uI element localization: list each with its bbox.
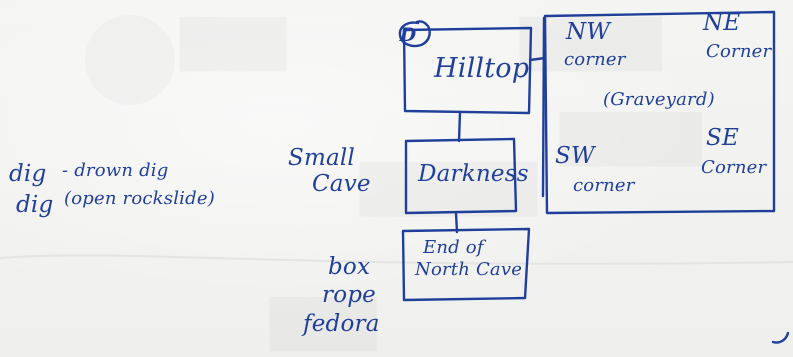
graveyard-se-label-line-1: SE (706, 125, 739, 151)
small-cave-label-line-1: Small (288, 145, 355, 171)
labels: D Hilltop Darkness End of North Cave NW … (9, 10, 772, 337)
item-box: box (328, 254, 370, 280)
room-label-end-of-north-cave-line-1: End of (422, 237, 487, 258)
marker-letter: D (399, 24, 417, 46)
graveyard-ne-label-line-1: NE (702, 10, 740, 36)
room-box-hilltop (402, 26, 533, 115)
graveyard-se-label-line-2: Corner (701, 157, 767, 178)
connector-darkness-end-of-north-cave (454, 211, 459, 234)
graveyard-center-label: (Graveyard) (603, 89, 715, 110)
corner-tick (771, 331, 790, 344)
paper-stain (85, 15, 175, 105)
small-cave-label-line-2: Cave (312, 171, 371, 197)
item-rope: rope (322, 282, 376, 308)
room-label-hilltop: Hilltop (433, 53, 529, 84)
connector-hilltop-graveyard (528, 56, 547, 62)
graveyard-nw-label-line-1: NW (565, 19, 612, 45)
bleed-through-shadow-5: ███ (269, 296, 377, 352)
room-label-end-of-north-cave-line-2: North Cave (414, 259, 522, 280)
connector-hilltop-darkness (457, 110, 462, 143)
room-label-darkness: Darkness (417, 161, 529, 187)
graveyard-nw-label-line-2: corner (564, 49, 627, 70)
note-dig-top: dig (9, 161, 46, 187)
item-fedora: fedora (301, 311, 380, 337)
bleed-through-shadow-4: █████ (359, 161, 538, 217)
bleed-through-shadow-1: ███ (179, 16, 287, 72)
graveyard-sw-label-line-2: corner (573, 175, 636, 196)
room-box-end-of-north-cave (401, 227, 531, 302)
graveyard-divider (541, 16, 546, 198)
marker-circle (398, 20, 431, 48)
note-dig-top-arrow: - drown dig (62, 160, 169, 181)
graveyard-box (543, 10, 776, 215)
map-structure (398, 10, 790, 344)
note-dig-bottom-arrow: (open rockslide) (64, 188, 215, 209)
graveyard-ne-label-line-2: Corner (706, 41, 772, 62)
note-dig-bottom: dig (16, 192, 53, 218)
bleed-through-shadow-3: ████ (559, 111, 702, 167)
room-box-darkness (404, 137, 518, 215)
paper-fold-line (0, 254, 793, 265)
graveyard-sw-label-line-1: SW (555, 143, 597, 169)
